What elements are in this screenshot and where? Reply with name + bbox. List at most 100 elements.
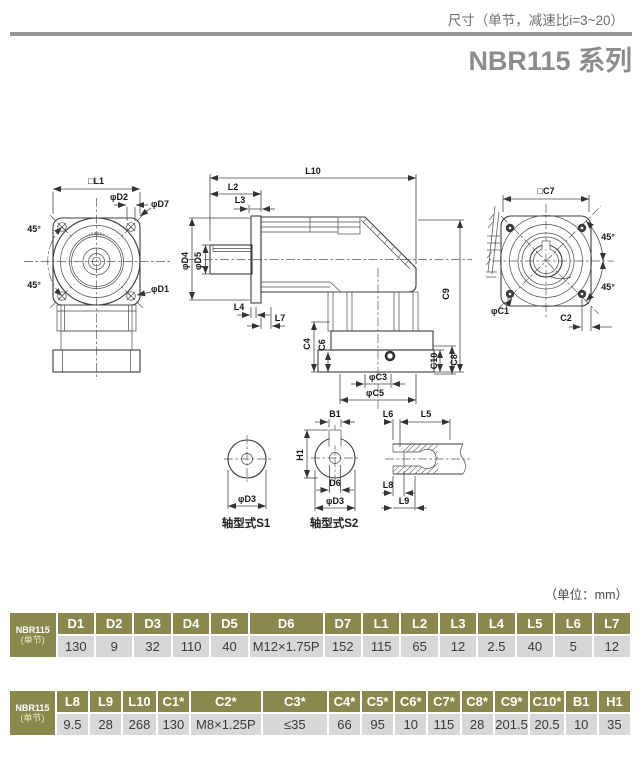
table1-row-label: NBR115 (单节)	[10, 613, 56, 657]
dim-label-c6: C6	[317, 339, 327, 351]
dim-label-45-top: 45°	[27, 224, 41, 234]
dim-label-d2: φD2	[110, 192, 128, 202]
dim-label-b1: B1	[329, 409, 341, 419]
value-cell: 95	[362, 714, 394, 735]
page-subtitle: 尺寸（单节，减速比i=3~20）	[447, 13, 624, 28]
value-cell: 130	[57, 636, 95, 657]
value-cell: 130	[157, 714, 189, 735]
value-cell: 2.5	[478, 636, 515, 657]
column-header: B1	[565, 691, 597, 712]
dim-label-c3: φC3	[369, 372, 387, 382]
brand-mark	[88, 231, 105, 236]
rear-corner-holes	[505, 223, 587, 299]
corner-hole	[57, 222, 136, 301]
column-header: C8*	[461, 691, 493, 712]
value-cell: 40	[516, 636, 554, 657]
column-header: L3	[439, 613, 477, 634]
dim-label-l7: L7	[275, 313, 286, 323]
value-cell: 110	[172, 636, 210, 657]
dim-label-c7: □C7	[538, 186, 555, 196]
column-header: D3	[134, 613, 171, 634]
column-header: L7	[593, 613, 630, 634]
value-cell: 9.5	[56, 714, 88, 735]
unit-note: （单位：mm）	[544, 588, 628, 602]
dim-label-l8: L8	[383, 480, 394, 490]
dim-label-l4: L4	[234, 302, 245, 312]
value-cell: 201.5	[494, 714, 529, 735]
value-cell: 32	[134, 636, 171, 657]
column-header: D2	[96, 613, 133, 634]
column-header: C1*	[157, 691, 189, 712]
value-cell: 115	[428, 714, 460, 735]
column-header: C3*	[262, 691, 327, 712]
dim-label-l9: L9	[399, 496, 410, 506]
value-cell: 28	[90, 714, 122, 735]
value-cell: 28	[461, 714, 493, 735]
caption-shaft-s1: 轴型式S1	[222, 516, 271, 530]
column-header: C10*	[530, 691, 564, 712]
front-view: □L1 φD2 φD7 φD1 45° 45°	[24, 176, 170, 380]
column-header: D4	[172, 613, 210, 634]
page-title: NBR115 系列	[468, 46, 632, 76]
value-cell: 20.5	[530, 714, 564, 735]
column-header: L4	[478, 613, 515, 634]
column-header: C7*	[428, 691, 460, 712]
header-rule	[10, 32, 632, 36]
value-cell: 115	[362, 636, 400, 657]
dim-label-d4: φD4	[180, 252, 190, 270]
column-header: L8	[56, 691, 88, 712]
dim-label-d1: φD1	[151, 284, 169, 294]
value-cell: 5	[555, 636, 592, 657]
value-cell: M12×1.75P	[249, 636, 323, 657]
slope-hatch	[362, 218, 409, 266]
side-skirt-profile	[485, 205, 500, 278]
column-header: L2	[401, 613, 438, 634]
column-header: D7	[324, 613, 361, 634]
dim-label-d3-s1: φD3	[238, 494, 256, 504]
dim-label-c8: C8	[449, 354, 459, 366]
dim-label-c5: φC5	[366, 388, 384, 398]
dim-label-d7: φD7	[151, 199, 169, 209]
dim-label-d3-s2: φD3	[326, 496, 344, 506]
dim-label-d6: D6	[329, 478, 341, 488]
column-header: D6	[249, 613, 323, 634]
value-cell: 268	[123, 714, 156, 735]
dim-label-l10: L10	[305, 166, 321, 176]
side-view: L10 L2 L3 φD4 φD5 L4 L7 C4	[180, 166, 472, 410]
column-header: D5	[211, 613, 248, 634]
dim-label-d5: φD5	[193, 252, 203, 270]
dim-label-c9: C9	[441, 288, 451, 300]
value-cell: 10	[395, 714, 427, 735]
column-header: C9*	[494, 691, 529, 712]
rear-view: □C7 45° 45° φC1 C2	[485, 186, 615, 331]
output-bore-section: L6 L5 L8 L9	[381, 409, 470, 511]
dim-label-l6: L6	[383, 409, 394, 419]
oil-plug	[384, 350, 396, 362]
value-cell: 12	[593, 636, 630, 657]
value-cell: 9	[96, 636, 133, 657]
shaft-view-s1: φD3 轴型式S1	[222, 435, 271, 530]
column-header: L1	[362, 613, 400, 634]
dim-label-l2: L2	[228, 182, 239, 192]
value-cell: 66	[328, 714, 361, 735]
value-cell: 10	[565, 714, 597, 735]
dim-label-c10: C10	[429, 353, 439, 370]
column-header: C2*	[190, 691, 261, 712]
column-header: H1	[598, 691, 630, 712]
dim-label-c2: C2	[560, 313, 572, 323]
dim-label-c4: C4	[302, 338, 312, 350]
value-cell: 152	[324, 636, 361, 657]
value-cell: M8×1.25P	[190, 714, 261, 735]
dim-label-c1: φC1	[491, 306, 509, 316]
column-header: L10	[123, 691, 156, 712]
dim-label-l5: L5	[421, 409, 432, 419]
column-header: L9	[90, 691, 122, 712]
column-header: C6*	[395, 691, 427, 712]
caption-shaft-s2: 轴型式S2	[310, 516, 359, 530]
